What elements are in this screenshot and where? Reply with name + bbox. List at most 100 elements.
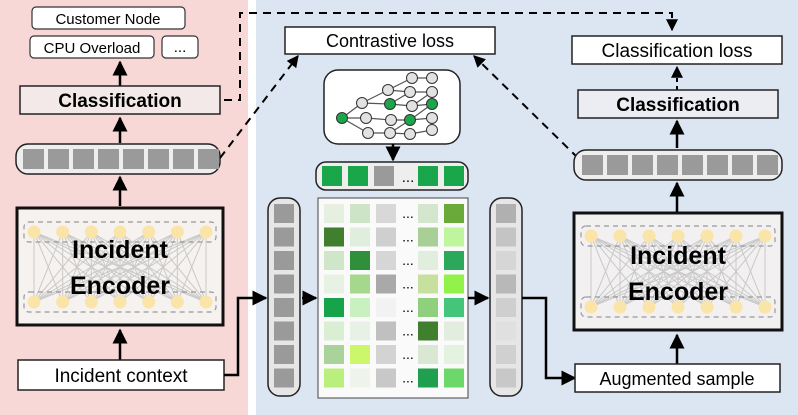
left-embedding-vector — [15, 143, 221, 175]
matrix-cell — [350, 204, 370, 223]
vector-cell — [496, 345, 516, 364]
vector-cell — [418, 166, 438, 186]
network-node — [584, 229, 598, 243]
matrix-cell — [324, 251, 344, 270]
encoder-label-line1: Incident — [72, 236, 169, 264]
vector-cell — [98, 149, 119, 169]
right-embedding-vector — [573, 149, 783, 181]
network-node — [27, 225, 41, 239]
output-tag-customer-node: Customer Node — [31, 6, 186, 30]
network-layer — [580, 225, 776, 247]
graph-node — [360, 112, 372, 124]
vector-cell — [374, 166, 394, 186]
vector-cell — [496, 227, 516, 247]
graph-node — [426, 72, 438, 84]
attention-matrix: ........................ — [317, 197, 469, 399]
matrix-cell — [418, 227, 438, 247]
matrix-cell — [350, 321, 370, 341]
encoder-label-line2: Encoder — [628, 278, 728, 306]
matrix-cell — [376, 321, 396, 341]
matrix-cell — [350, 227, 370, 247]
vector-cell — [632, 155, 653, 175]
vector-cell — [274, 251, 294, 270]
vector-cell — [496, 298, 516, 317]
output-tag-more: ... — [161, 35, 199, 59]
ellipsis: ... — [402, 346, 414, 362]
network-node — [170, 225, 184, 239]
vector-cell — [274, 368, 294, 388]
matrix-cell — [376, 368, 396, 388]
contrastive-loss-box: Contrastive loss — [284, 26, 496, 55]
network-node — [758, 300, 772, 314]
vector-cell — [496, 274, 516, 294]
network-layer — [23, 291, 217, 313]
incident-context-box: Incident context — [17, 359, 225, 391]
network-node — [613, 229, 627, 243]
network-node — [170, 295, 184, 309]
ellipsis: ... — [402, 252, 414, 268]
encoder-label-line2: Encoder — [70, 272, 170, 300]
matrix-cell — [376, 204, 396, 223]
matrix-cell — [418, 321, 438, 341]
vector-cell — [496, 204, 516, 223]
matrix-cell — [324, 204, 344, 223]
classification-label: Classification — [58, 91, 182, 112]
network-edge — [33, 231, 92, 303]
matrix-cell — [324, 298, 344, 317]
network-node — [142, 295, 156, 309]
graph-node — [382, 84, 394, 96]
matrix-cell — [418, 274, 438, 294]
matrix-cell — [418, 368, 438, 388]
vector-cell — [173, 149, 194, 169]
network-node — [671, 229, 685, 243]
matrix-cell — [444, 298, 464, 317]
graph-embedding-vector: ... — [315, 161, 469, 191]
classification-loss-label: Classification loss — [602, 41, 753, 62]
graph-node — [356, 97, 368, 109]
network-node — [584, 300, 598, 314]
graph-node — [385, 114, 397, 126]
network-node — [613, 300, 627, 314]
vector-cell — [496, 321, 516, 341]
graph-node — [384, 98, 396, 110]
vector-cell — [657, 155, 678, 175]
right-incident-encoder: Incident Encoder — [572, 211, 784, 332]
fully-connected-network-icon — [580, 225, 776, 318]
matrix-cell — [444, 204, 464, 223]
vector-cell — [732, 155, 753, 175]
vector-cell — [707, 155, 728, 175]
network-node — [84, 295, 98, 309]
matrix-cell — [350, 298, 370, 317]
vector-cell — [123, 149, 144, 169]
network-node — [56, 295, 70, 309]
matrix-cell — [376, 227, 396, 247]
augmented-sample-box: Augmented sample — [574, 363, 781, 393]
network-edge — [619, 235, 766, 308]
network-edge — [148, 231, 207, 303]
graph-node — [404, 86, 416, 98]
matrix-cell — [324, 368, 344, 388]
graph-node — [336, 112, 348, 124]
matrix-cell — [444, 251, 464, 270]
vector-cell — [148, 149, 169, 169]
contrastive-loss-label: Contrastive loss — [326, 31, 454, 51]
graph-node — [426, 112, 438, 124]
matrix-cell — [444, 274, 464, 294]
matrix-cell — [324, 321, 344, 341]
network-edge — [735, 235, 766, 308]
network-edge — [33, 231, 121, 303]
graph-node — [426, 86, 438, 98]
input-embedding-column — [267, 197, 301, 397]
matrix-cell — [376, 251, 396, 270]
vector-cell — [48, 149, 69, 169]
ellipsis: ... — [402, 276, 414, 292]
network-edge — [33, 231, 149, 303]
vector-cell — [23, 149, 44, 169]
network-node — [199, 295, 213, 309]
vector-cell — [274, 204, 294, 223]
network-edge — [590, 235, 621, 308]
network-node — [113, 295, 127, 309]
graph-node — [404, 114, 416, 126]
matrix-cell — [444, 368, 464, 388]
network-edge — [33, 231, 64, 303]
